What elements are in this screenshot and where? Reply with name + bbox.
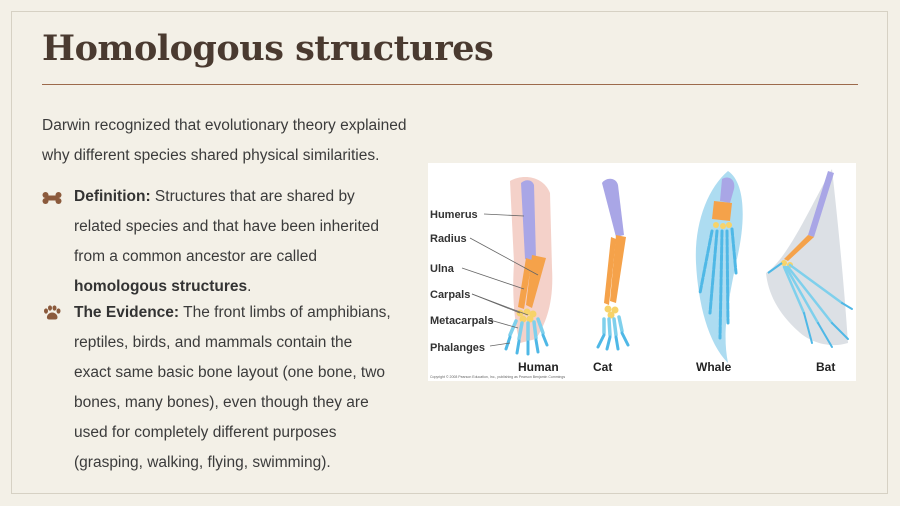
label-ulna: Ulna xyxy=(430,263,455,275)
caption-human: Human xyxy=(518,360,559,374)
intro-paragraph: Darwin recognized that evolutionary theo… xyxy=(42,117,407,164)
bone-icon xyxy=(42,192,62,204)
bullet-heading: Definition: xyxy=(74,188,151,205)
caption-whale: Whale xyxy=(696,360,732,374)
limb-bones-illustration: Humerus Radius Ulna Carpals Metacarpals … xyxy=(430,169,853,379)
caption-cat: Cat xyxy=(593,360,612,374)
bat-wing xyxy=(766,169,853,348)
label-leader-lines xyxy=(461,213,539,347)
whale-flipper xyxy=(695,171,743,363)
bullet-evidence: The Evidence: The front limbs of amphibi… xyxy=(42,298,392,478)
label-phalanges: Phalanges xyxy=(430,342,485,354)
slide-title: Homologous structures xyxy=(42,28,494,69)
label-metacarpals: Metacarpals xyxy=(430,315,494,327)
homologous-limbs-figure: Humerus Radius Ulna Carpals Metacarpals … xyxy=(428,163,856,381)
bullet-text-end: . xyxy=(247,278,252,295)
bullet-text: Structures that are shared by related sp… xyxy=(74,188,380,265)
bullet-text: The front limbs of amphibians, reptiles,… xyxy=(74,304,391,471)
figure-copyright: Copyright © 2008 Pearson Education, Inc.… xyxy=(430,375,565,379)
human-arm xyxy=(504,177,553,356)
label-humerus: Humerus xyxy=(430,209,478,221)
bullet-heading: The Evidence: xyxy=(74,304,180,321)
cat-leg xyxy=(596,178,630,351)
caption-bat: Bat xyxy=(816,360,835,374)
title-divider xyxy=(42,84,858,85)
bullet-definition: Definition: Structures that are shared b… xyxy=(42,182,392,302)
paw-icon xyxy=(44,305,61,320)
label-carpals: Carpals xyxy=(430,289,470,301)
label-radius: Radius xyxy=(430,233,467,245)
slide-frame xyxy=(11,11,888,494)
bullet-emphasis: homologous structures xyxy=(74,278,248,295)
